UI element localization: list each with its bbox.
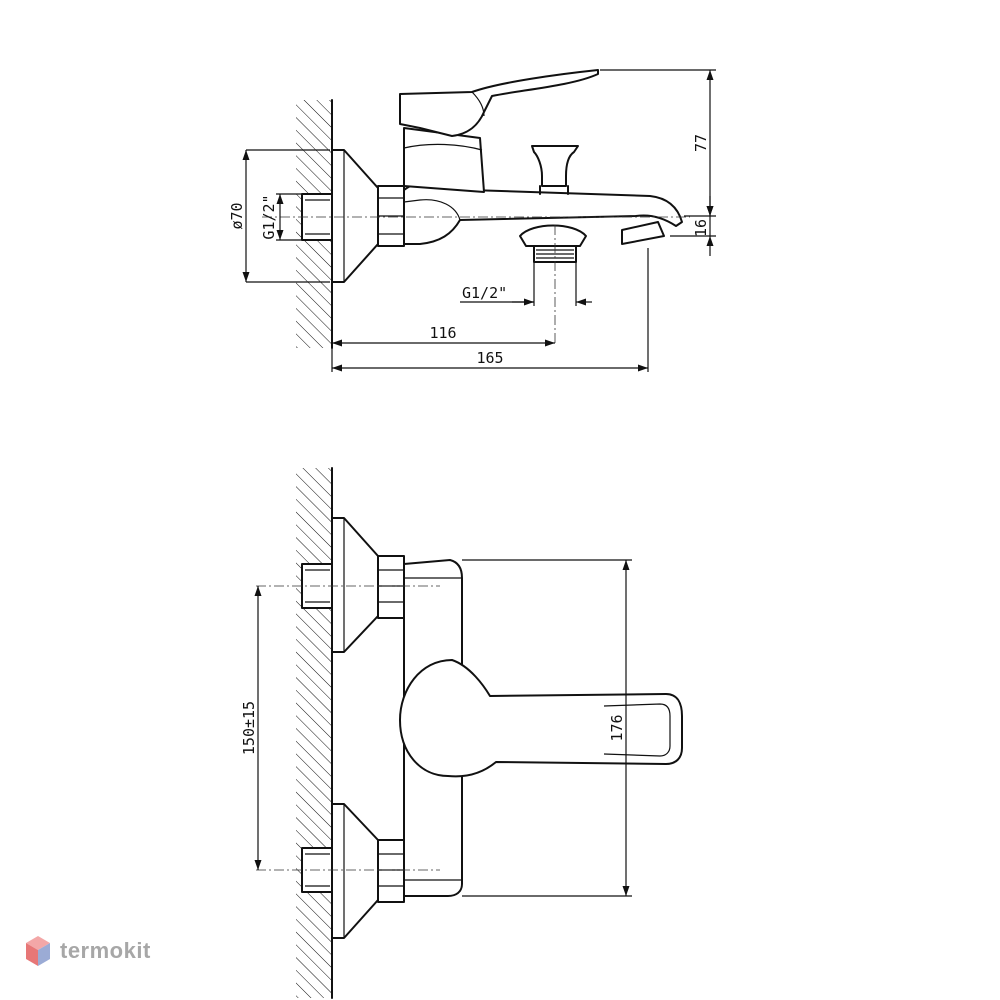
dimension-height-spout: 16 — [670, 196, 716, 256]
dim-label-inlet-spacing: 150±15 — [240, 701, 258, 755]
escutcheon-top — [331, 517, 379, 653]
escutcheon-side — [331, 149, 379, 283]
dimension-outlet-distance: 116 — [331, 324, 555, 372]
dimension-total-depth: 165 — [332, 248, 649, 372]
dim-label-body-height: 176 — [608, 714, 626, 741]
cartridge-housing — [403, 127, 485, 193]
wall-section-bottom — [296, 467, 333, 999]
dimension-inlet-thread: G1/2" — [260, 193, 302, 241]
escutcheon-bottom — [331, 803, 379, 939]
shower-outlet-side — [519, 224, 587, 247]
dim-label-inlet-thread: G1/2" — [260, 194, 278, 239]
dim-label-outlet-thread: G1/2" — [462, 284, 507, 302]
lever-handle-side — [399, 69, 599, 137]
dimension-outlet-thread: G1/2" — [460, 262, 592, 306]
hex-nut-bottom — [377, 839, 405, 903]
dim-label-height-top: 77 — [692, 134, 710, 152]
watermark: termokit — [24, 934, 151, 968]
hex-nut-top — [377, 555, 405, 619]
lever-handle-front — [399, 659, 683, 778]
diverter-knob-side — [531, 145, 579, 187]
spout-tip — [621, 221, 665, 245]
dimension-height-top: 77 — [600, 69, 716, 217]
side-view: ø70 G1/2" G1/2" 77 — [228, 69, 716, 372]
dim-label-diameter: ø70 — [228, 202, 246, 229]
front-view: 150±15 176 — [240, 467, 683, 999]
watermark-text: termokit — [60, 938, 151, 963]
dimension-inlet-spacing: 150±15 — [240, 586, 262, 870]
dimension-body-height: 176 — [462, 559, 632, 897]
dim-label-height-spout: 16 — [692, 219, 710, 237]
dim-label-outlet-distance: 116 — [429, 324, 456, 342]
dimension-diameter: ø70 — [228, 149, 330, 283]
dim-label-total-depth: 165 — [476, 349, 503, 367]
cube-logo-icon — [26, 936, 50, 966]
